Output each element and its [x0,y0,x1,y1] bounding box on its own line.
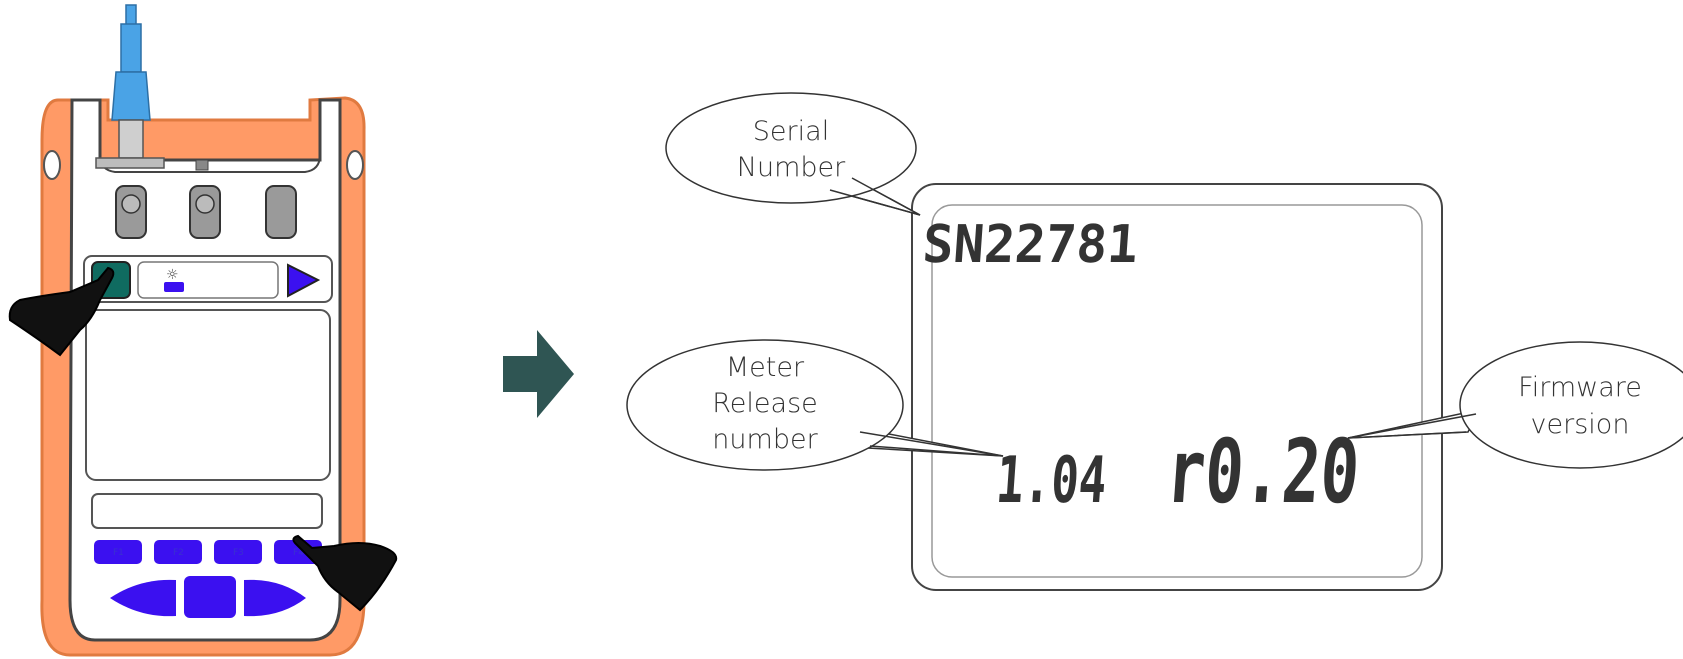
callout-release-line1: Meter [726,352,805,383]
side-knob-left-icon [43,150,61,180]
backlight-icon: ☼ [166,267,179,283]
f2-label: F2 [173,548,184,558]
callout-serial-number: Serial Number [665,92,921,216]
callout-serial-line1: Serial [753,116,829,147]
flow-arrow-icon [503,330,574,418]
lcd-display: SN22781 1.04 r0.20 [911,183,1443,591]
callout-release-number: Meter Release number [626,339,1004,471]
callout-release-line2: Release [712,388,818,419]
callout-serial-line2: Number [737,152,846,183]
lcd-firmware-version: r0.20 [1163,420,1362,523]
minus-button[interactable] [110,579,176,617]
f2-button[interactable] [154,540,202,564]
f1-button[interactable] [94,540,142,564]
port-3 [265,185,297,239]
pointing-hand-icon-left [8,266,115,357]
callout-firmware-line1: Firmware [1518,372,1642,403]
pointing-hand-icon-right [292,534,398,612]
device-screen [85,309,331,481]
callout-firmware-line2: version [1531,409,1630,440]
lcd-outer-frame [911,183,1443,591]
f3-button[interactable] [214,540,262,564]
lcd-inner-frame [931,204,1423,578]
port-2 [189,185,221,239]
optical-power-meter-device: ☼ F1 F2 F3 F4 [8,4,398,657]
backlight-key-panel [137,261,279,299]
callout-firmware-version: Firmware version [1347,341,1683,469]
callout-release-line3: number [712,424,818,455]
lcd-serial-number: SN22781 [921,215,1140,275]
f4-label: F4 [293,548,304,558]
play-arrow-icon[interactable] [287,263,321,298]
led-indicator [195,159,209,171]
fiber-connector-icon [95,4,165,169]
plus-button[interactable] [244,579,306,617]
backlight-button[interactable] [164,282,184,292]
port-1 [115,185,147,239]
side-knob-right-icon [346,150,364,180]
device-label-strip [91,493,323,529]
lcd-release-number: 1.04 [994,444,1109,518]
f3-label: F3 [233,548,244,558]
enter-button[interactable] [184,576,236,618]
f1-label: F1 [113,548,124,558]
